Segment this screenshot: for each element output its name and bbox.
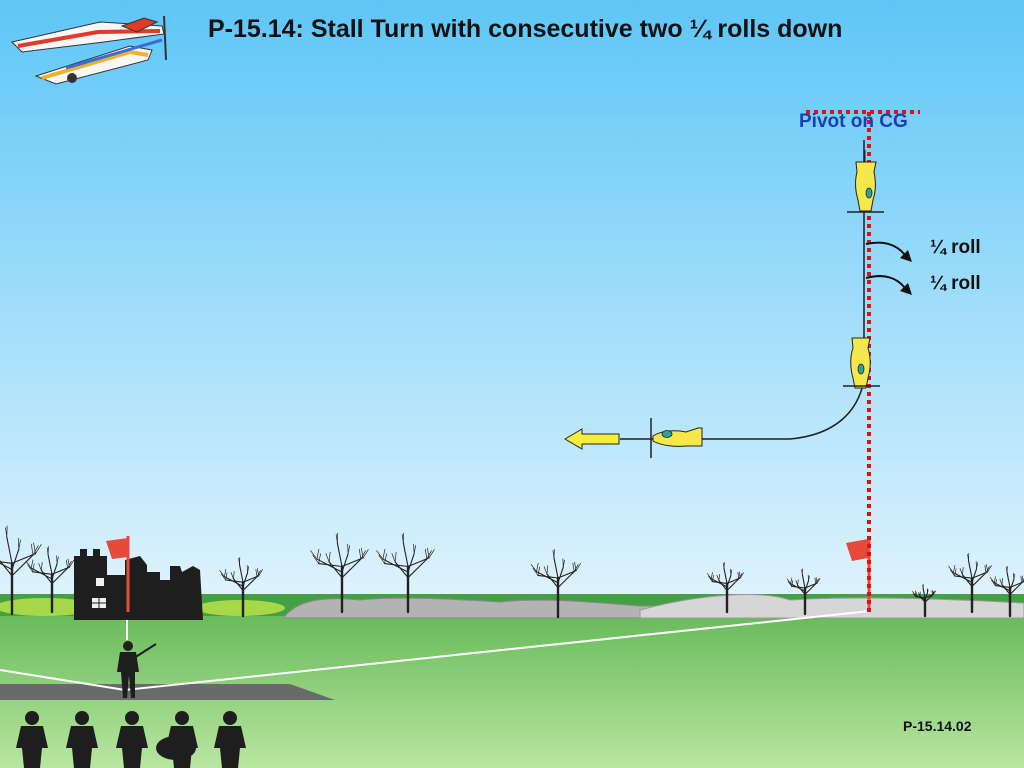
pilot-silhouette bbox=[117, 641, 157, 698]
tree bbox=[310, 532, 369, 614]
page-title: P-15.14: Stall Turn with consecutive two… bbox=[208, 15, 843, 43]
pivot-label: Pivot on CG bbox=[799, 111, 908, 132]
ground bbox=[0, 595, 1024, 768]
pivot-flag bbox=[846, 536, 871, 612]
roll-arrowhead-icon bbox=[900, 250, 912, 262]
castle-ruin bbox=[74, 549, 203, 620]
roll-label-first: ¼ roll bbox=[930, 237, 981, 258]
distant-rocks-light bbox=[639, 594, 1024, 619]
spectator-silhouette bbox=[156, 711, 198, 768]
roll-arrow-icon bbox=[865, 275, 906, 289]
tree bbox=[376, 532, 435, 614]
logo-plane-icon bbox=[11, 15, 167, 85]
sight-line bbox=[0, 669, 126, 691]
aircraft-vertical-bottom bbox=[843, 337, 880, 389]
roll-arrow-icon bbox=[865, 241, 906, 256]
tree bbox=[948, 553, 992, 614]
aircraft-horizontal bbox=[650, 418, 703, 458]
runway bbox=[0, 684, 335, 700]
flight-direction-arrow bbox=[564, 428, 620, 450]
light-grass-patch bbox=[0, 598, 95, 616]
tree bbox=[219, 557, 263, 618]
roll-label-second: ¼ roll bbox=[930, 273, 981, 294]
sky bbox=[0, 0, 1024, 600]
tree bbox=[0, 525, 42, 616]
sight-line bbox=[124, 610, 871, 691]
tree bbox=[706, 562, 744, 614]
spectator-silhouette bbox=[214, 711, 246, 768]
spectator-silhouette bbox=[16, 711, 48, 768]
light-grass-patch bbox=[195, 600, 285, 616]
tree bbox=[25, 546, 75, 614]
spectator-silhouette bbox=[116, 711, 148, 768]
tree bbox=[912, 584, 936, 618]
tree bbox=[786, 568, 821, 616]
figure-code: P-15.14.02 bbox=[903, 718, 972, 734]
roll-arrowhead-icon bbox=[900, 283, 912, 295]
spectator-silhouette bbox=[66, 711, 98, 768]
aircraft-vertical-top bbox=[847, 150, 884, 213]
tree bbox=[530, 548, 581, 619]
judge-flag bbox=[106, 536, 130, 612]
spectator-crowd bbox=[16, 711, 246, 768]
